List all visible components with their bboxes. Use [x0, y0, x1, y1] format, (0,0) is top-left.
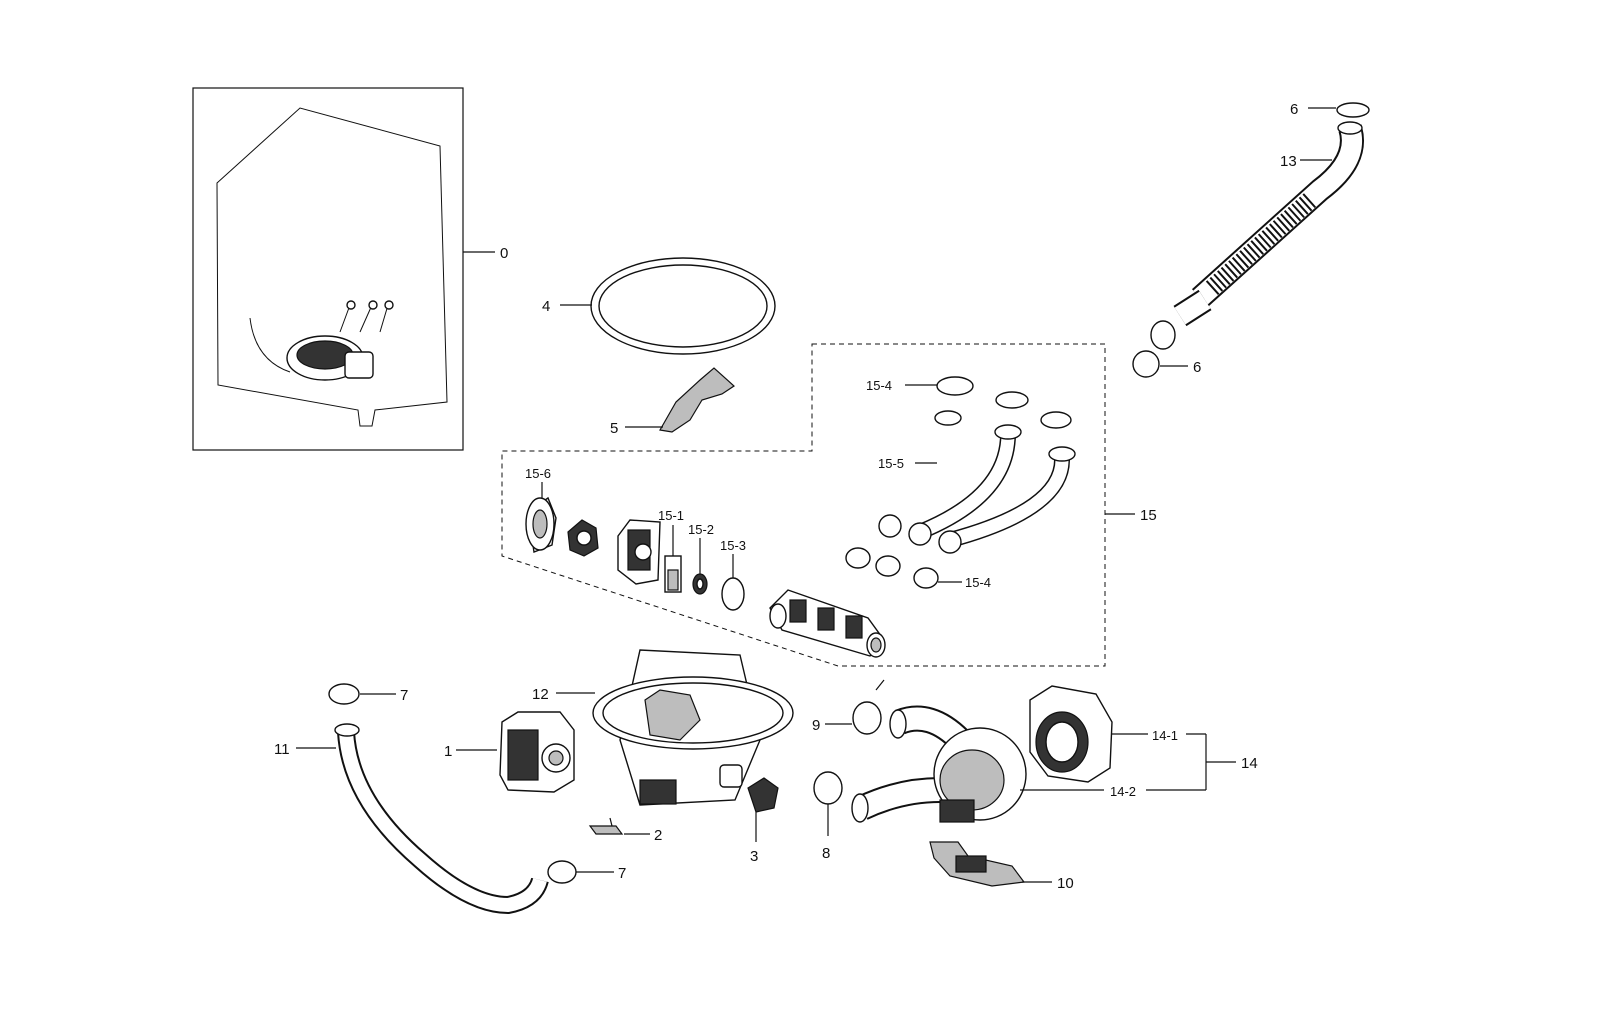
- callout-7-bottom: 7: [618, 865, 626, 882]
- callout-15: 15: [1140, 507, 1157, 524]
- part-15-coupling: [567, 519, 599, 557]
- part-2-bracket: 2: [588, 817, 662, 844]
- callout-14-1: 14-1: [1152, 728, 1178, 743]
- callout-13: 13: [1280, 153, 1297, 170]
- callout-6-bottom: 6: [1193, 359, 1201, 376]
- callout-15-2: 15-2: [688, 522, 714, 537]
- part-15-6-cap: 15-6: [525, 466, 557, 553]
- callout-6-top: 6: [1290, 101, 1298, 118]
- callout-5: 5: [610, 420, 618, 437]
- part-3-sensor: 3: [747, 777, 779, 865]
- part-1-module: 1: [444, 711, 575, 793]
- part-15-5-hoses: 15-5: [878, 410, 1076, 554]
- part-14-1-cover: 14-1: [1029, 685, 1178, 783]
- part-14-callout: 14: [1146, 733, 1258, 791]
- part-10-bracket: 10: [929, 841, 1074, 892]
- part-7-clamp-top: 7: [328, 683, 408, 705]
- callout-15-6: 15-6: [525, 466, 551, 481]
- callout-1: 1: [444, 743, 452, 760]
- callout-11: 11: [274, 741, 290, 758]
- callout-15-5: 15-5: [878, 456, 904, 471]
- part-13-drain-hose: 13: [1150, 121, 1364, 350]
- part-8-clamp: 8: [813, 771, 843, 862]
- callout-9: 9: [812, 717, 820, 734]
- callout-15-3: 15-3: [720, 538, 746, 553]
- part-0-pump-sketch: [249, 300, 394, 381]
- part-6-clamp-bottom: 6: [1132, 350, 1201, 378]
- callout-7-top: 7: [400, 687, 408, 704]
- part-15-2-bearing: 15-2: [688, 522, 714, 595]
- callout-15-4-bottom: 15-4: [965, 575, 991, 590]
- callout-2: 2: [654, 827, 662, 844]
- part-15-3-o-ring: 15-3: [720, 538, 746, 611]
- callout-12: 12: [532, 686, 549, 703]
- callout-10: 10: [1057, 875, 1074, 892]
- callout-15-4-top: 15-4: [866, 378, 892, 393]
- part-11-hose: 11: [274, 723, 549, 915]
- part-12-sump: 12: [532, 649, 794, 806]
- callout-0: 0: [500, 245, 508, 262]
- part-5-bracket: 5: [610, 367, 735, 437]
- part-15-diverter-housing: [617, 519, 661, 585]
- part-0-assembly-box: 0: [192, 87, 508, 451]
- part-4-gasket: 4: [542, 257, 776, 355]
- part-15-manifold: [769, 589, 886, 658]
- part-14-2-pump: 14-2: [851, 705, 1136, 823]
- callout-15-1: 15-1: [658, 508, 684, 523]
- callout-8: 8: [822, 845, 830, 862]
- callout-14: 14: [1241, 755, 1258, 772]
- part-7-clamp-bottom: 7: [547, 860, 626, 884]
- callout-3: 3: [750, 848, 758, 865]
- part-15-1-motor: 15-1: [658, 508, 684, 593]
- part-6-clamp-top: 6: [1290, 101, 1370, 118]
- part-15-4-clamps-top: 15-4: [866, 376, 1072, 429]
- callout-4: 4: [542, 298, 550, 315]
- part-15-group: 15: [501, 343, 1157, 667]
- callout-14-2: 14-2: [1110, 784, 1136, 799]
- part-15-4-clamps-bottom: 15-4: [845, 547, 991, 590]
- part-9-clamp: 9: [812, 679, 885, 735]
